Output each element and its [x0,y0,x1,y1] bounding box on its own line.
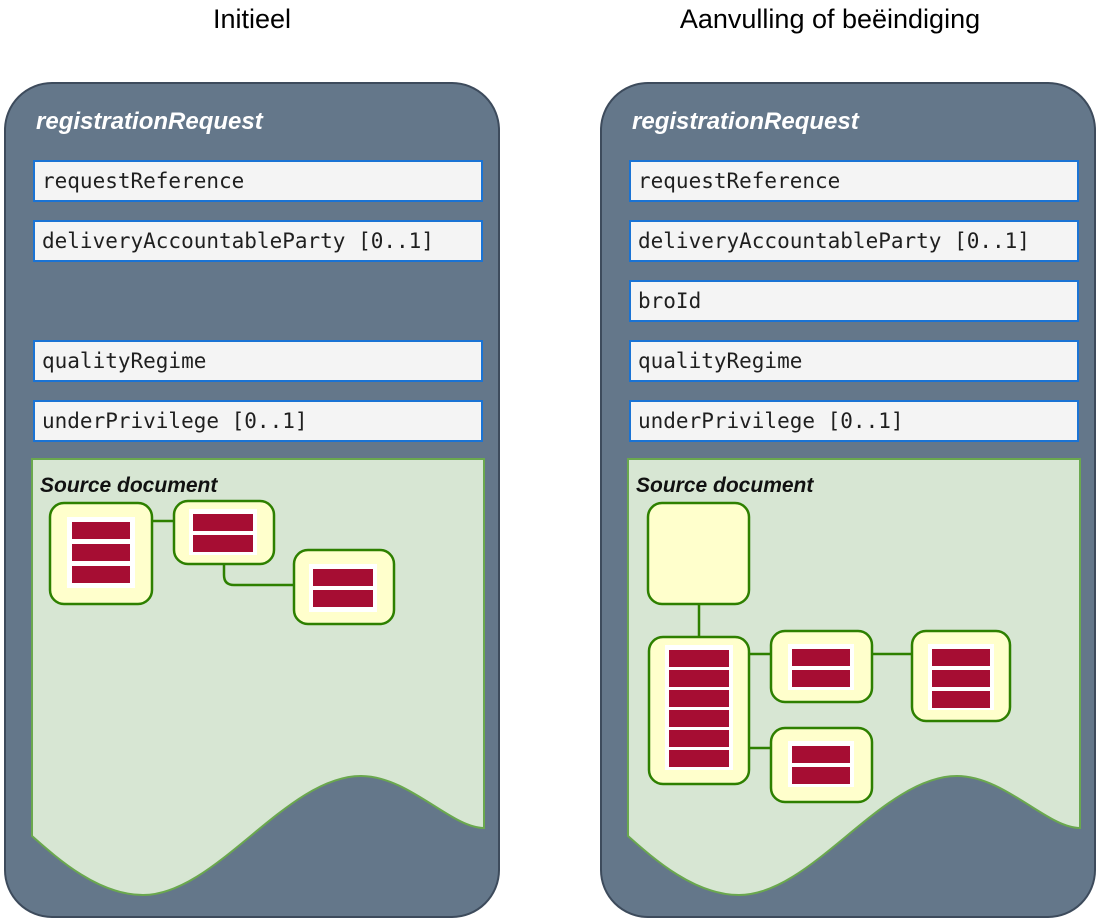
panel-title: registrationRequest [632,108,859,135]
field-deliveryAccountableParty: deliveryAccountableParty [0..1] [629,220,1079,262]
document-node-empty [646,501,751,606]
panel-title: registrationRequest [36,108,263,135]
document-node [769,629,874,704]
field-qualityRegime: qualityRegime [629,340,1079,382]
source-document-area: Source document [31,458,485,897]
field-deliveryAccountableParty: deliveryAccountableParty [0..1] [33,220,483,262]
document-node [647,635,751,786]
source-document-title: Source document [40,474,218,497]
panel-initial: registrationRequest requestReference del… [4,82,500,918]
field-broId: broId [629,280,1079,322]
document-node [292,548,396,626]
field-qualityRegime: qualityRegime [33,340,483,382]
document-node [48,501,154,606]
source-document-area: Source document [627,458,1081,897]
document-node [910,629,1012,723]
connector [222,564,294,587]
document-node [172,499,276,566]
document-node [769,726,874,804]
field-underPrivilege: underPrivilege [0..1] [629,400,1079,442]
caption-supplement: Aanvulling of beëindiging [679,4,981,34]
field-requestReference: requestReference [629,160,1079,202]
source-document-title: Source document [636,474,814,497]
field-underPrivilege: underPrivilege [0..1] [33,400,483,442]
field-requestReference: requestReference [33,160,483,202]
panel-supplement: registrationRequest requestReference del… [600,82,1096,918]
caption-initial: Initieel [212,4,292,34]
